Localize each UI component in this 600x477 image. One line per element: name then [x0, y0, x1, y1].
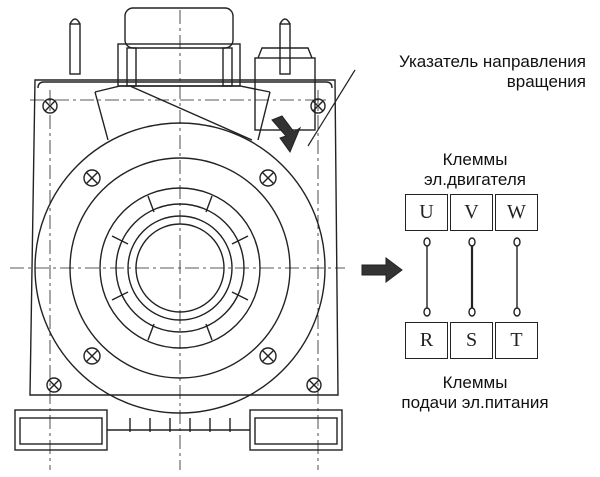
- motor-terminal-v: V: [450, 194, 493, 231]
- motor-terminals-line-2: эл.двигателя: [424, 170, 526, 189]
- supply-terminals-line-1: Клеммы: [442, 373, 508, 392]
- motor-terminals-line-1: Клеммы: [442, 150, 508, 169]
- rotation-pointer-icon: [271, 115, 302, 154]
- supply-terminal-t: T: [495, 322, 538, 359]
- housing-outline: [29, 79, 339, 396]
- left-post: [69, 23, 81, 75]
- rotation-indicator-label: Указатель направления вращения: [399, 52, 586, 92]
- supply-terminals-label: Клеммы подачи эл.питания: [370, 373, 580, 413]
- right-post: [279, 23, 291, 75]
- top-cap: [124, 7, 234, 49]
- rotation-indicator-line-1: Указатель направления: [398, 52, 586, 71]
- motor-terminals-label: Клеммы эл.двигателя: [400, 150, 550, 190]
- motor-terminal-w: W: [495, 194, 538, 231]
- arrow-right-icon: [361, 257, 403, 283]
- supply-terminal-s: S: [450, 322, 493, 359]
- supply-terminal-r: R: [405, 322, 448, 359]
- motor-terminal-u: U: [405, 194, 448, 231]
- supply-terminals-line-2: подачи эл.питания: [401, 393, 549, 412]
- rotation-indicator-line-2: вращения: [506, 72, 586, 91]
